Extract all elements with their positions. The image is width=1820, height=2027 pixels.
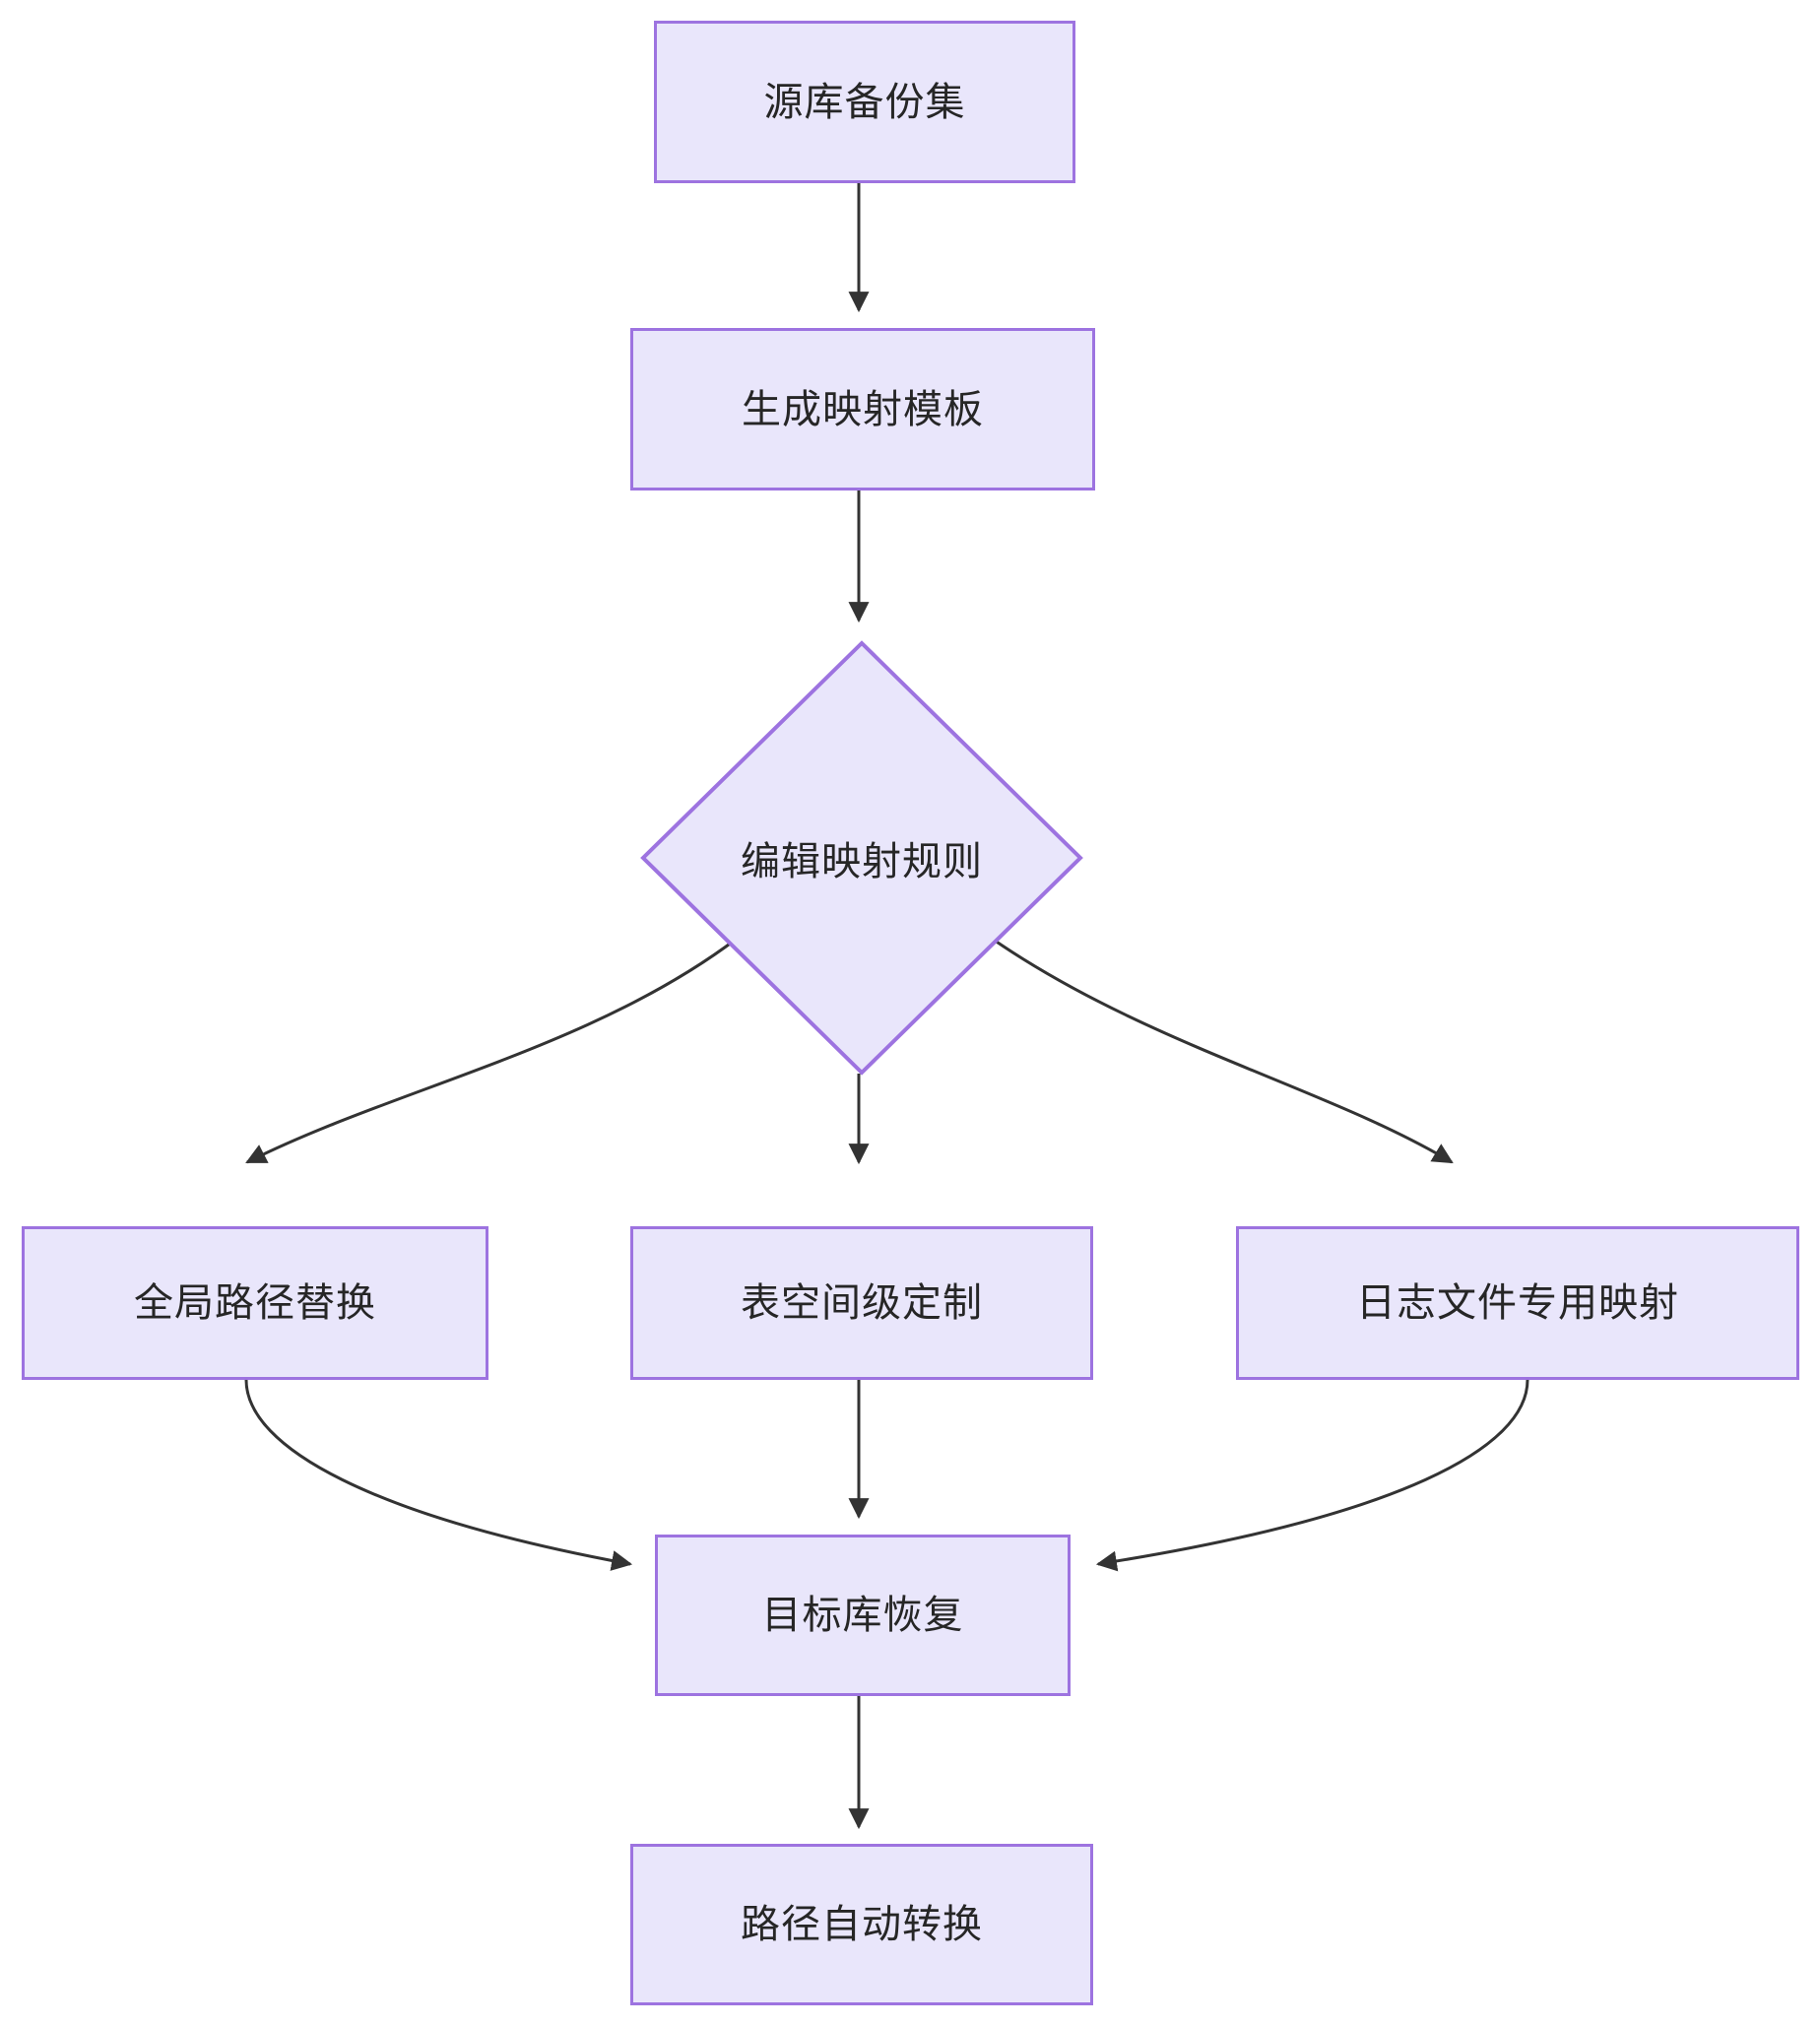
node-auto-convert-label: 路径自动转换 bbox=[741, 1903, 983, 1946]
diamond-shape bbox=[640, 640, 1083, 1076]
edge-logfile-map-to-target-restore bbox=[1095, 1379, 1529, 1572]
node-global-replace-label: 全局路径替换 bbox=[134, 1281, 376, 1325]
node-source-backup-label: 源库备份集 bbox=[763, 80, 966, 124]
node-gen-template[interactable]: 生成映射模板 bbox=[630, 328, 1095, 490]
node-target-restore-label: 目标库恢复 bbox=[761, 1594, 964, 1637]
node-logfile-map-label: 日志文件专用映射 bbox=[1356, 1281, 1679, 1325]
node-tablespace[interactable]: 表空间级定制 bbox=[630, 1226, 1093, 1380]
edge-global-replace-to-target-restore bbox=[244, 1379, 633, 1571]
node-tablespace-label: 表空间级定制 bbox=[741, 1281, 983, 1325]
node-target-restore[interactable]: 目标库恢复 bbox=[655, 1535, 1071, 1696]
node-edit-rules[interactable]: 编辑映射规则 bbox=[640, 640, 1083, 1076]
node-source-backup[interactable]: 源库备份集 bbox=[654, 21, 1075, 183]
node-global-replace[interactable]: 全局路径替换 bbox=[22, 1226, 488, 1380]
node-edit-rules-label: 编辑映射规则 bbox=[741, 840, 983, 883]
node-logfile-map[interactable]: 日志文件专用映射 bbox=[1236, 1226, 1799, 1380]
node-auto-convert[interactable]: 路径自动转换 bbox=[630, 1844, 1093, 2005]
node-gen-template-label: 生成映射模板 bbox=[742, 387, 984, 431]
